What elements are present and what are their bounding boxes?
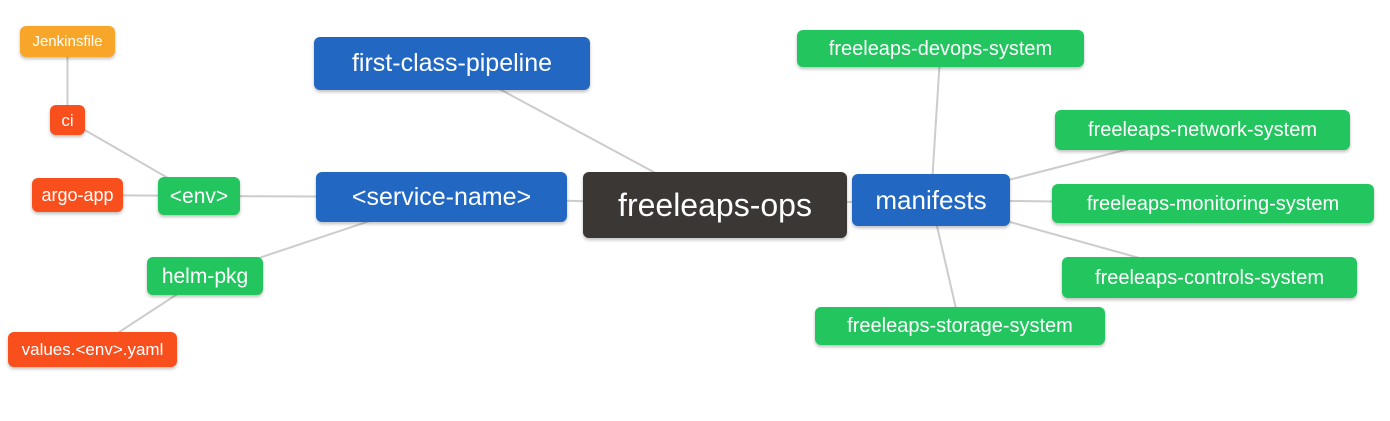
node-freeleaps-controls-system[interactable]: freeleaps-controls-system	[1062, 257, 1357, 298]
node-manifests[interactable]: manifests	[852, 174, 1010, 226]
node-first-class-pipeline[interactable]: first-class-pipeline	[314, 37, 590, 90]
node-service-name[interactable]: <service-name>	[316, 172, 567, 222]
node-argo-app[interactable]: argo-app	[32, 178, 123, 212]
node-freeleaps-ops[interactable]: freeleaps-ops	[583, 172, 847, 238]
node-freeleaps-devops-system[interactable]: freeleaps-devops-system	[797, 30, 1084, 67]
node-env[interactable]: <env>	[158, 177, 240, 215]
node-ci[interactable]: ci	[50, 105, 85, 135]
node-freeleaps-monitoring-system[interactable]: freeleaps-monitoring-system	[1052, 184, 1374, 223]
node-freeleaps-storage-system[interactable]: freeleaps-storage-system	[815, 307, 1105, 345]
node-freeleaps-network-system[interactable]: freeleaps-network-system	[1055, 110, 1350, 150]
node-helm-pkg[interactable]: helm-pkg	[147, 257, 263, 295]
node-values-env-yaml[interactable]: values.<env>.yaml	[8, 332, 177, 367]
node-jenkinsfile[interactable]: Jenkinsfile	[20, 26, 115, 57]
